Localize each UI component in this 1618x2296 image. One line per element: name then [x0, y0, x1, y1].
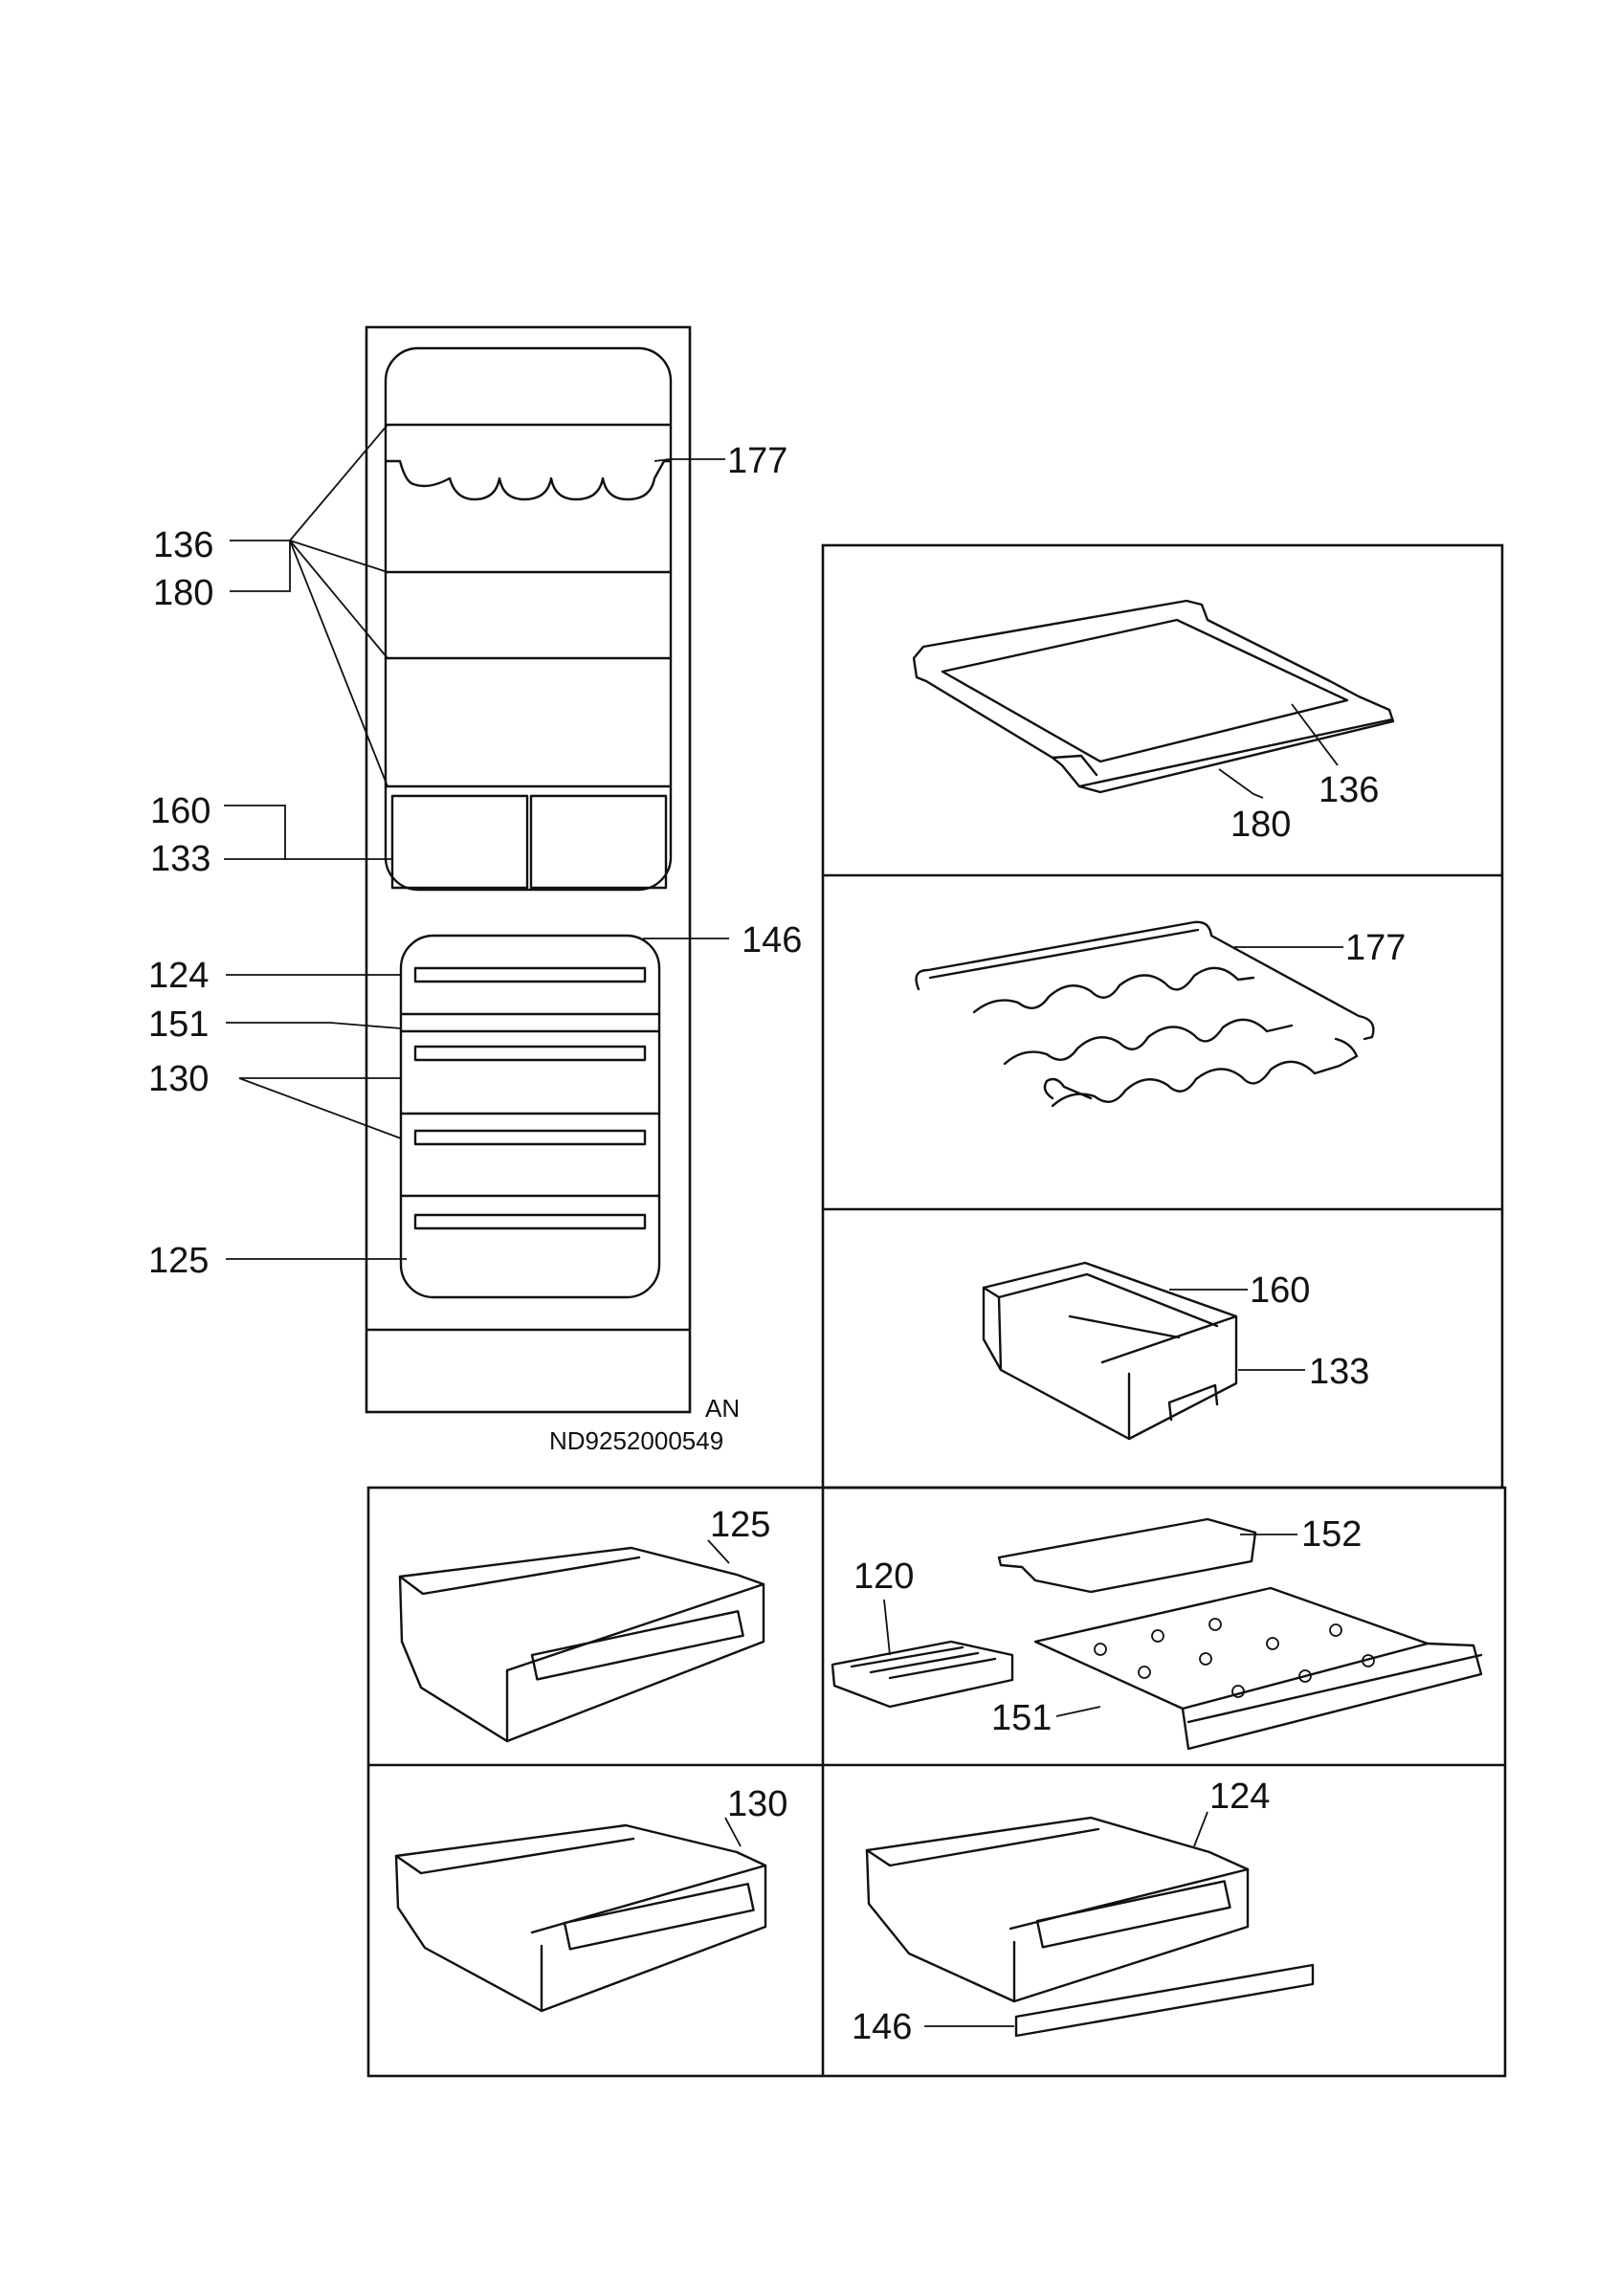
crisper-label-160: 160	[1250, 1270, 1310, 1311]
label-151: 151	[148, 1004, 209, 1045]
label-177: 177	[727, 441, 787, 481]
label-180: 180	[153, 573, 213, 613]
drawer-label-125: 125	[710, 1505, 770, 1545]
leader-lines	[224, 424, 729, 1260]
part-wine-rack: 177	[915, 920, 1406, 1108]
part-freezer-drawer-125: 125	[398, 1505, 770, 1743]
label-124: 124	[148, 956, 209, 996]
diagram-variant-code: AN	[705, 1394, 740, 1423]
fridge-cabinet-overview: 177 136 180 160 133 146 124 151 130 125 …	[148, 325, 802, 1455]
shelf-label-180: 180	[1230, 805, 1291, 845]
part-ice-tray-and-shelf: 152 120 151	[831, 1514, 1483, 1751]
part-freezer-drawer-124: 124 146	[852, 1777, 1315, 2047]
crisper-label-133: 133	[1309, 1352, 1369, 1392]
part-glass-shelf: 136 180	[912, 599, 1395, 845]
trim-label-146: 146	[852, 2007, 912, 2047]
cover-label-152: 152	[1301, 1514, 1362, 1555]
label-133: 133	[150, 839, 211, 879]
divider-label-151: 151	[991, 1698, 1052, 1738]
label-125: 125	[148, 1241, 209, 1281]
parts-panel-grid	[366, 543, 1507, 2078]
part-freezer-drawer-130: 130	[394, 1784, 787, 2013]
label-146: 146	[742, 920, 802, 960]
shelf-label-136: 136	[1319, 770, 1379, 810]
ice-tray-label-120: 120	[853, 1556, 914, 1597]
label-160: 160	[150, 791, 211, 831]
part-crisper: 160 133	[982, 1261, 1369, 1441]
diagram-reference-code: ND9252000549	[549, 1426, 723, 1455]
drawer-label-130: 130	[727, 1784, 787, 1824]
drawer-label-124: 124	[1209, 1777, 1270, 1817]
label-136: 136	[153, 525, 213, 565]
rack-label-177: 177	[1345, 928, 1406, 968]
label-130: 130	[148, 1059, 209, 1099]
